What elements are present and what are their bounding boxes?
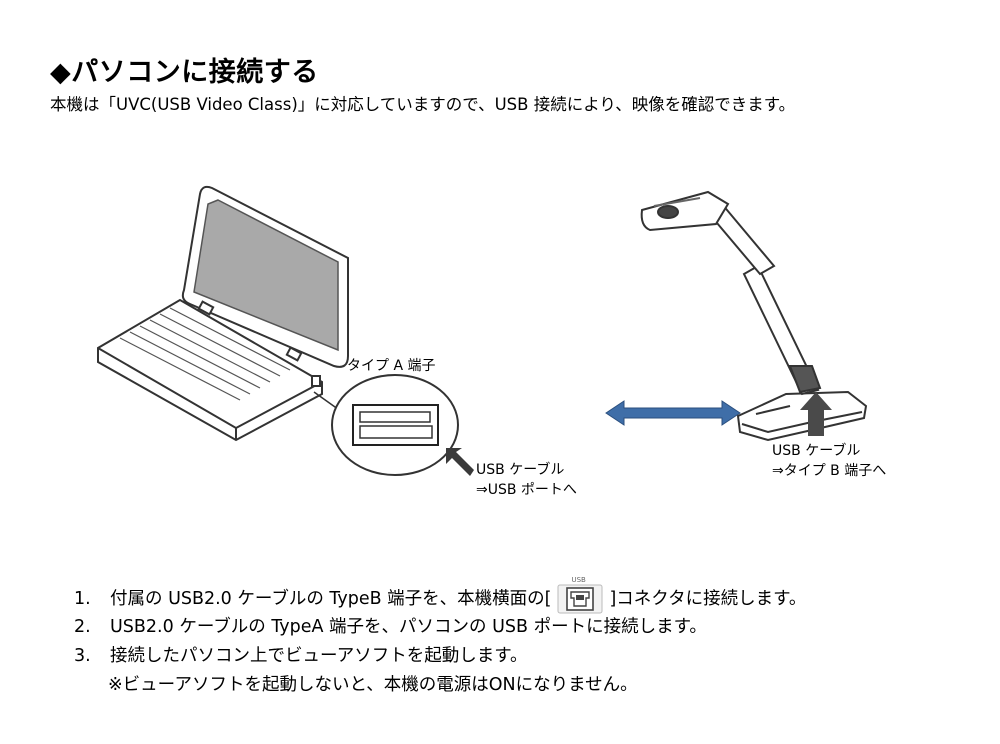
step-3: 3. 接続したパソコン上でビューアソフトを起動します。 (74, 642, 806, 671)
type-a-label: タイプ A 端子 (347, 358, 436, 374)
camera-cable-label: USB ケーブル ⇒タイプ B 端子へ (772, 441, 886, 481)
step-2: 2. USB2.0 ケーブルの TypeA 端子を、パソコンの USB ポートに接… (74, 613, 806, 642)
steps-list: 1. 付属の USB2.0 ケーブルの TypeB 端子を、本機横面の[ USB ]コ… (74, 576, 807, 700)
pc-cable-arrow (446, 448, 474, 476)
usb-port-icon: USB (557, 576, 603, 614)
connection-illustration (97, 185, 868, 476)
document-camera-illustration (640, 190, 868, 442)
step-text-after: ]コネクタに接続します。 (609, 589, 807, 609)
camera-cable-label-line1: USB ケーブル (772, 443, 861, 459)
connection-figure: タイプ A 端子 USB ケーブル ⇒USB ポートへ USB ケーブル ⇒タイ… (0, 170, 1000, 510)
laptop-illustration (97, 185, 349, 442)
camera-cable-arrow (800, 392, 832, 436)
step-number: 3. (74, 646, 91, 666)
step-number: 2. (74, 617, 91, 637)
step-text-before: 付属の USB2.0 ケーブルの TypeB 端子を、本機横面の[ (110, 589, 552, 609)
connection-double-arrow (605, 400, 741, 426)
step-number: 1. (74, 589, 91, 609)
step-1: 1. 付属の USB2.0 ケーブルの TypeB 端子を、本機横面の[ USB ]コ… (74, 576, 807, 614)
pc-cable-label-line1: USB ケーブル (476, 462, 565, 478)
pc-cable-label: USB ケーブル ⇒USB ポートへ (476, 460, 577, 500)
camera-cable-label-line2: ⇒タイプ B 端子へ (772, 463, 887, 479)
page-title: ◆パソコンに接続する (50, 57, 319, 88)
type-a-port (352, 404, 439, 446)
step-text: USB2.0 ケーブルの TypeA 端子を、パソコンの USB ポートに接続し… (110, 617, 707, 637)
usb-port-graphic (557, 584, 603, 614)
intro-text: 本機は「UVC(USB Video Class)」に対応していますので、USB … (50, 95, 796, 114)
note-text: ※ビューアソフトを起動しないと、本機の電源はONになりません。 (108, 675, 638, 695)
step-text: 接続したパソコン上でビューアソフトを起動します。 (110, 646, 528, 666)
pc-cable-label-line2: ⇒USB ポートへ (476, 482, 577, 498)
usb-icon-label: USB (571, 576, 586, 584)
